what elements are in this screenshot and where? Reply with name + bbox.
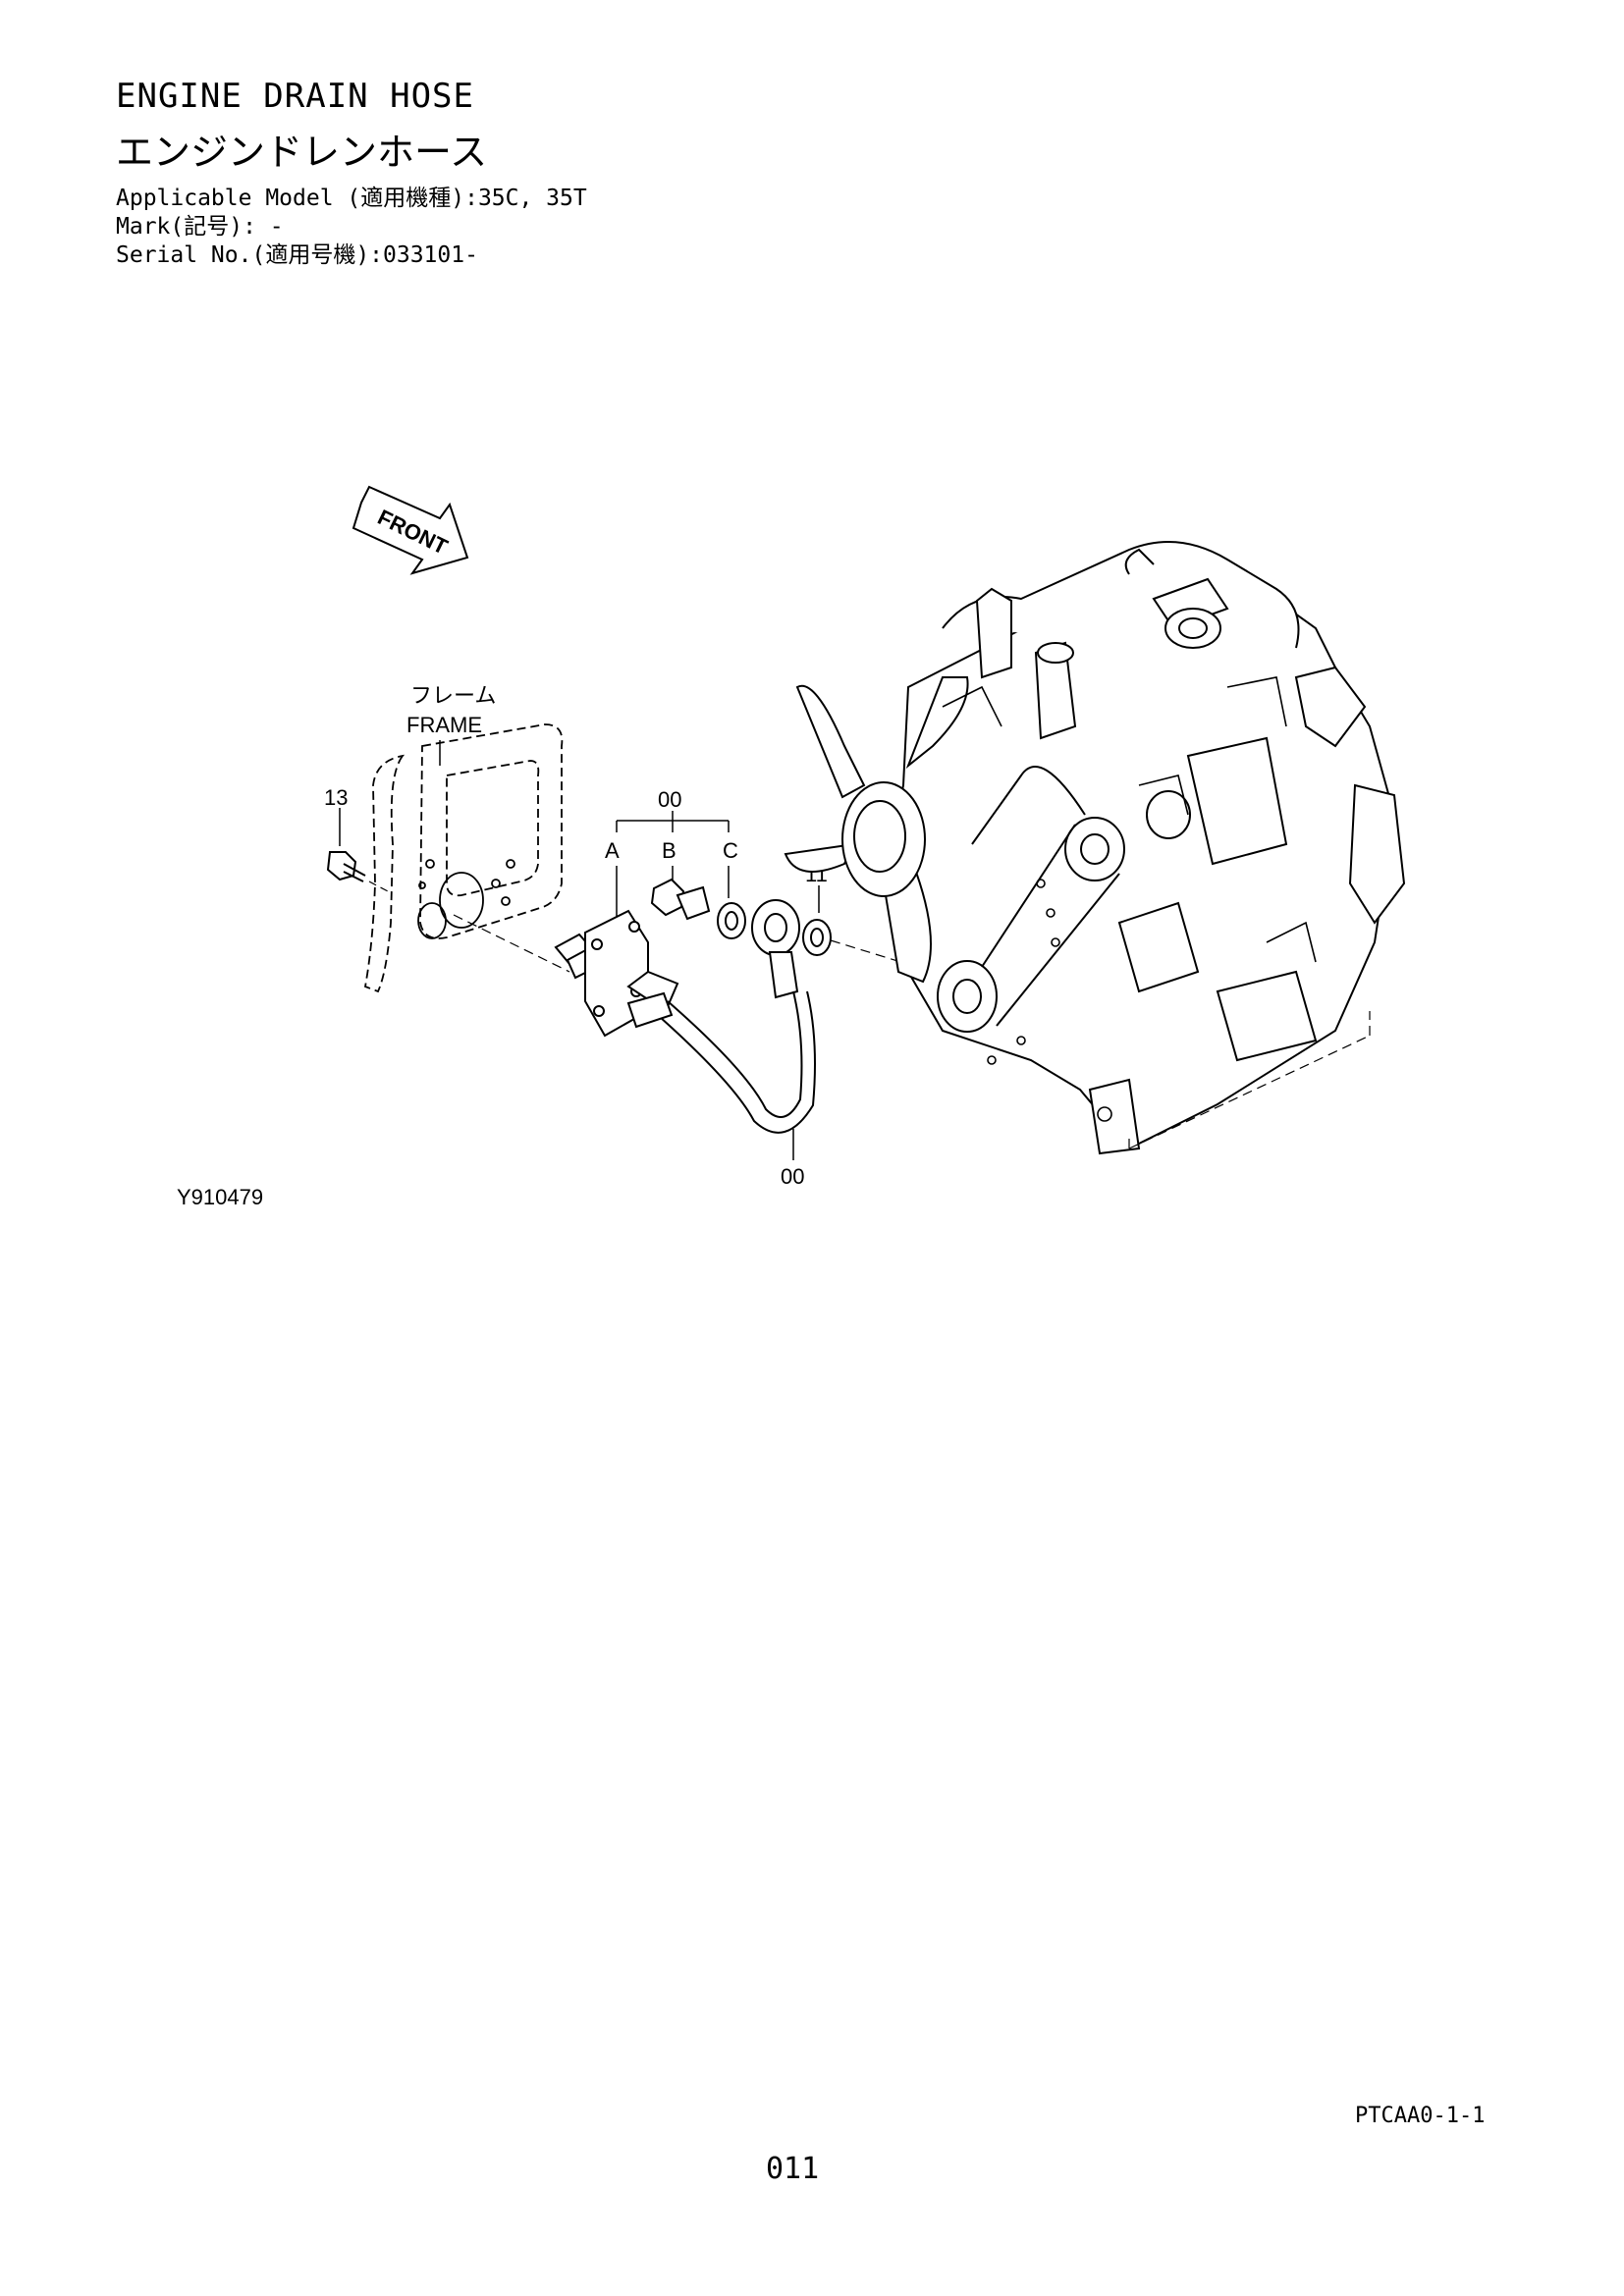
mark: Mark(記号): - <box>116 214 284 240</box>
frame-label-japanese: フレーム <box>410 683 496 708</box>
page-reference: PTCAA0-1-1 <box>1355 2104 1486 2128</box>
model-info: Applicable Model (適用機種):35C, 35T Mark(記号… <box>116 185 587 270</box>
page-title-japanese: エンジンドレンホース <box>116 131 488 174</box>
callout-c: C <box>723 838 738 863</box>
frame-holes <box>417 859 515 939</box>
bolt-13 <box>326 851 366 882</box>
engine-pulley <box>937 766 1191 1033</box>
callout-00-bottom: 00 <box>781 1164 804 1189</box>
engine-details <box>942 676 1317 1122</box>
banjo-fitting <box>751 899 800 999</box>
callout-b: B <box>662 838 677 863</box>
callout-00-top: 00 <box>658 787 681 812</box>
engine-block <box>882 541 1406 1155</box>
callout-13: 13 <box>324 785 348 810</box>
frame-plate <box>363 723 564 993</box>
frame-label: FRAME <box>406 713 482 737</box>
applicable-model: Applicable Model (適用機種):35C, 35T <box>116 186 587 211</box>
part-b-banjo-bolt <box>650 878 711 921</box>
washer-11 <box>802 919 832 956</box>
drain-hose <box>626 990 816 1134</box>
figure-id: Y910479 <box>177 1185 264 1209</box>
part-c-washer <box>717 902 746 939</box>
engine-fan <box>784 676 969 984</box>
page-title: ENGINE DRAIN HOSE <box>116 77 474 116</box>
callout-a: A <box>605 838 620 863</box>
front-arrow: FRONT <box>352 485 469 575</box>
engine-reference-lines <box>1128 1011 1371 1149</box>
page-number: 011 <box>766 2152 820 2186</box>
serial-number: Serial No.(適用号機):033101- <box>116 242 478 268</box>
